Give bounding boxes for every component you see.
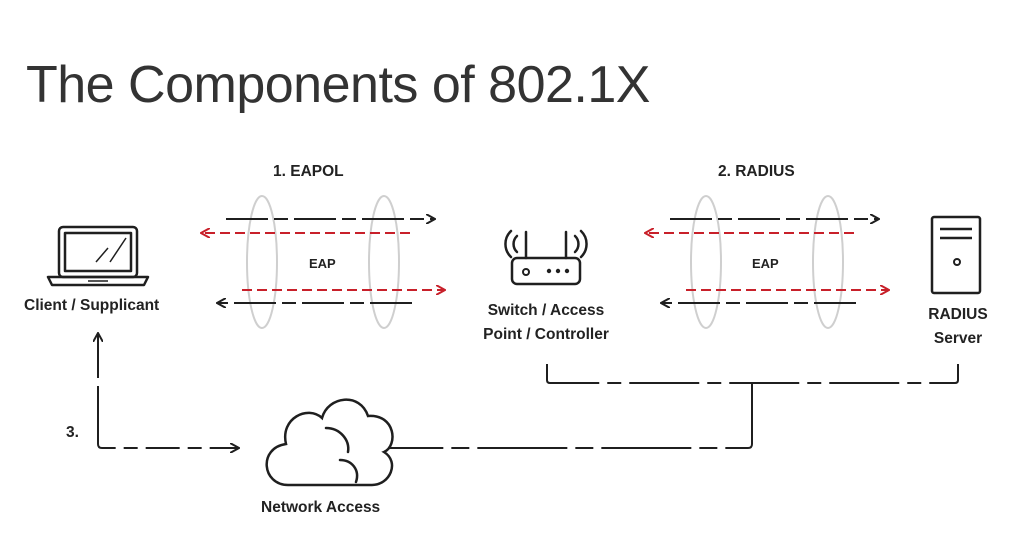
- client-label: Client / Supplicant: [24, 297, 160, 314]
- bracket-connector: [546, 364, 959, 384]
- eapol-tunnel: [246, 195, 400, 329]
- radius-tunnel: [690, 195, 844, 329]
- eap-label-left: EAP: [309, 256, 336, 271]
- router-icon: [504, 229, 588, 286]
- radius-label-line1: RADIUS: [928, 306, 988, 323]
- radius-label-line2: Server: [933, 330, 983, 347]
- eapol-heading: 1. EAPOL: [273, 163, 344, 180]
- cloud-icon: [265, 398, 394, 487]
- step3-arrow-right: [97, 430, 238, 448]
- laptop-icon: [46, 225, 150, 287]
- radius-heading: 2. RADIUS: [718, 163, 795, 180]
- bracket-stem: [388, 383, 753, 449]
- step-3-label: 3.: [66, 424, 79, 441]
- page-title: The Components of 802.1X: [26, 56, 650, 114]
- switch-label-line1: Switch / Access: [487, 302, 605, 319]
- eap-label-right: EAP: [752, 256, 779, 271]
- server-icon: [930, 215, 982, 295]
- network-access-label: Network Access: [261, 499, 381, 516]
- switch-label-line2: Point / Controller: [483, 326, 609, 343]
